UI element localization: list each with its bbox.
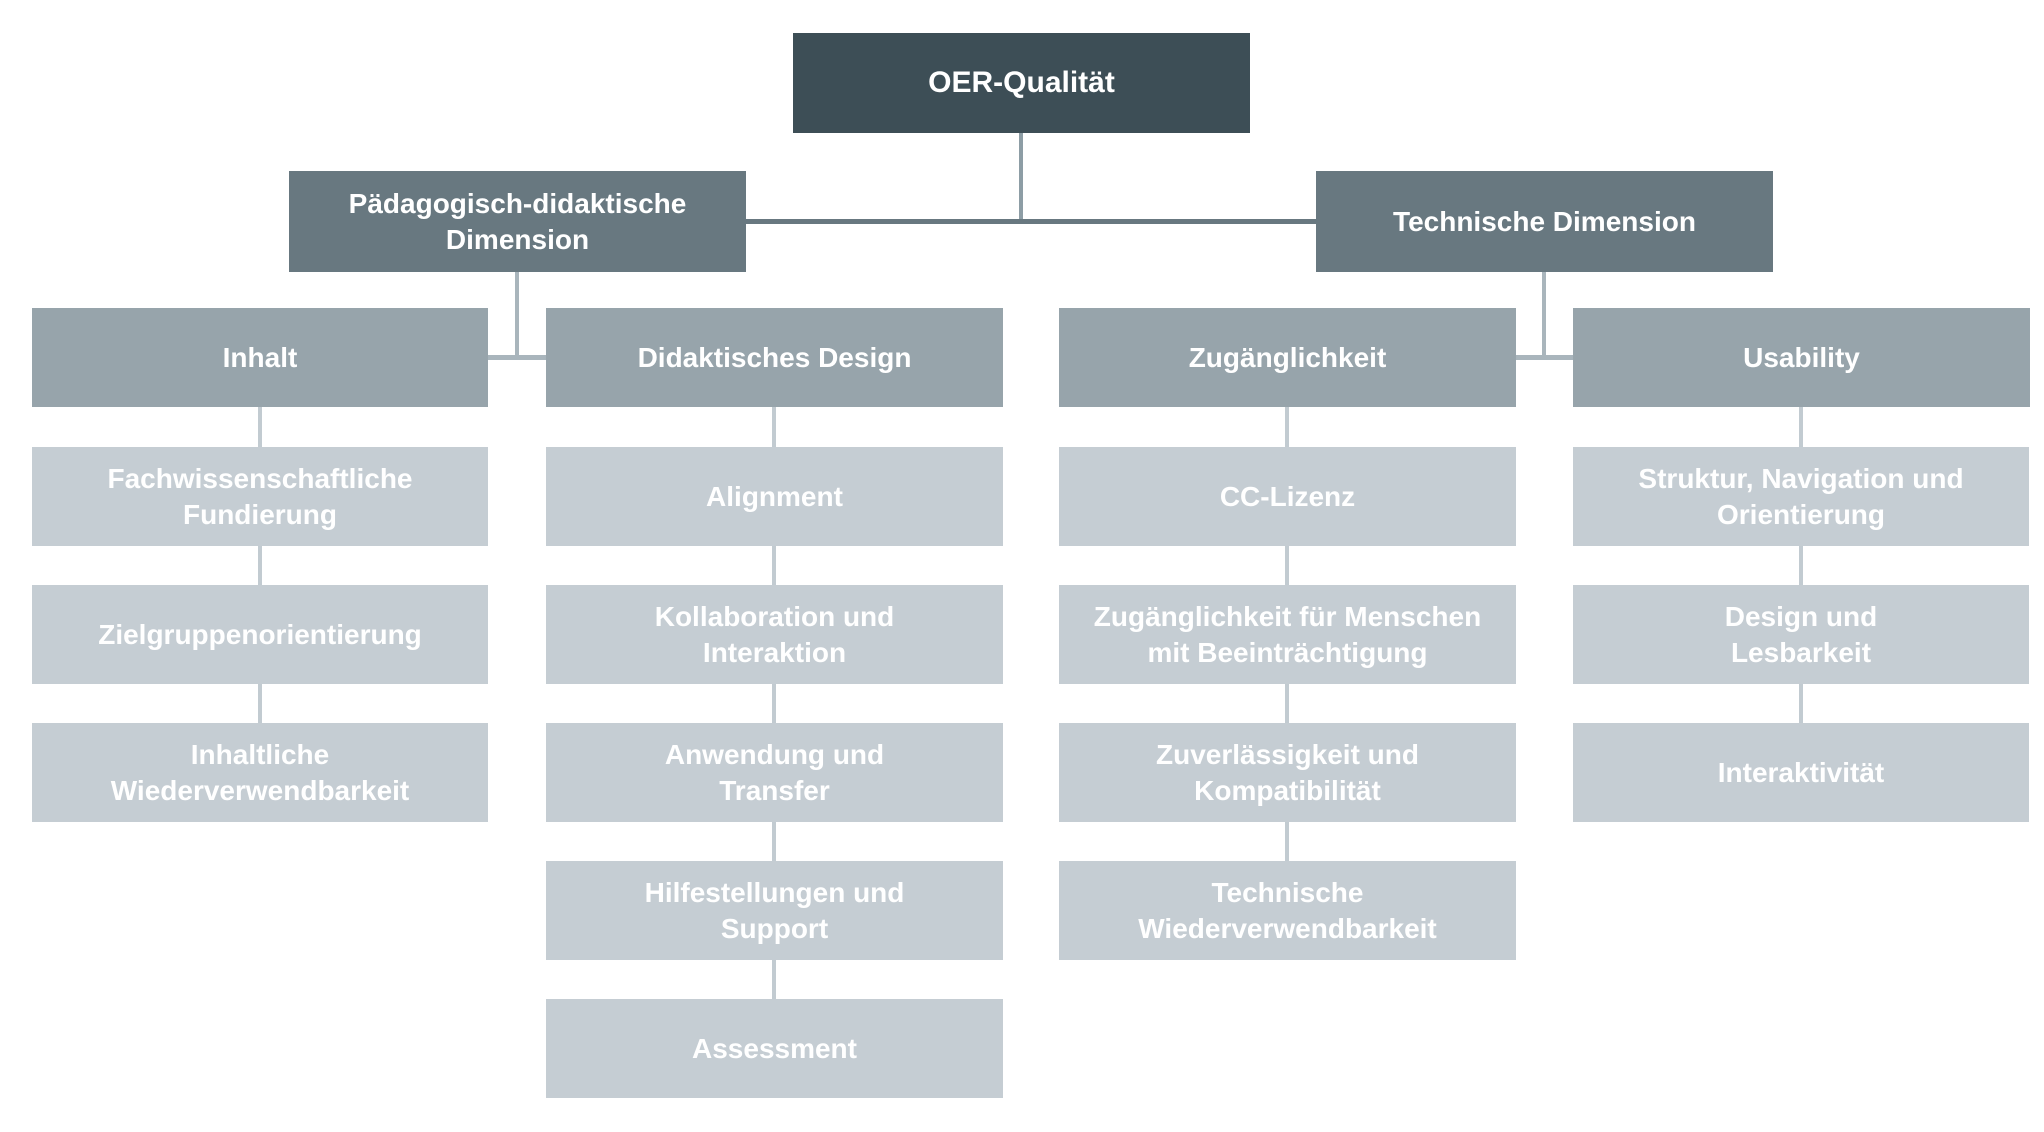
connector-dimensions-horizontal <box>745 219 1317 224</box>
connector-col3-seg3 <box>1285 684 1289 723</box>
connector-col2-seg2 <box>772 546 776 585</box>
node-item-alignment: Alignment <box>546 447 1003 546</box>
connector-col2-seg5 <box>772 960 776 999</box>
node-item-kollaboration-und-interaktion: Kollaboration und Interaktion <box>546 585 1003 684</box>
connector-col3-seg2 <box>1285 546 1289 585</box>
node-dimension-paedagogisch-didaktisch: Pädagogisch-didaktische Dimension <box>289 171 746 272</box>
connector-col2-seg1 <box>772 407 776 447</box>
connector-col4-seg1 <box>1799 407 1803 447</box>
node-item-fachwissenschaftliche-fundierung: Fachwissenschaftliche Fundierung <box>32 447 488 546</box>
connector-col2-seg4 <box>772 822 776 861</box>
connector-col2-seg3 <box>772 684 776 723</box>
connector-categories-right-horizontal <box>1515 355 1573 360</box>
node-item-interaktivitaet: Interaktivität <box>1573 723 2029 822</box>
node-root-oer-qualitaet: OER-Qualität <box>793 33 1250 133</box>
connector-dimension-right-vertical <box>1542 272 1546 358</box>
node-category-zugaenglichkeit: Zugänglichkeit <box>1059 308 1516 407</box>
connector-col4-seg3 <box>1799 684 1803 723</box>
node-item-struktur-navigation-orientierung: Struktur, Navigation und Orientierung <box>1573 447 2029 546</box>
connector-col1-seg2 <box>258 546 262 585</box>
connector-root-vertical <box>1019 133 1023 224</box>
connector-col3-seg4 <box>1285 822 1289 861</box>
node-item-assessment: Assessment <box>546 999 1003 1098</box>
node-item-design-und-lesbarkeit: Design und Lesbarkeit <box>1573 585 2029 684</box>
connector-col1-seg1 <box>258 407 262 447</box>
node-category-usability: Usability <box>1573 308 2030 407</box>
node-item-zielgruppenorientierung: Zielgruppenorientierung <box>32 585 488 684</box>
connector-categories-left-horizontal <box>488 355 546 360</box>
node-category-inhalt: Inhalt <box>32 308 488 407</box>
node-item-zugaenglichkeit-fuer-menschen: Zugänglichkeit für Menschen mit Beeinträ… <box>1059 585 1516 684</box>
node-item-inhaltliche-wiederverwendbarkeit: Inhaltliche Wiederverwendbarkeit <box>32 723 488 822</box>
connector-col4-seg2 <box>1799 546 1803 585</box>
node-item-anwendung-und-transfer: Anwendung und Transfer <box>546 723 1003 822</box>
node-item-hilfestellungen-und-support: Hilfestellungen und Support <box>546 861 1003 960</box>
node-item-technische-wiederverwendbarkeit: Technische Wiederverwendbarkeit <box>1059 861 1516 960</box>
node-item-cc-lizenz: CC-Lizenz <box>1059 447 1516 546</box>
node-category-didaktisches-design: Didaktisches Design <box>546 308 1003 407</box>
connector-col1-seg3 <box>258 684 262 723</box>
node-item-zuverlaessigkeit-und-kompatibilitaet: Zuverlässigkeit und Kompatibilität <box>1059 723 1516 822</box>
connector-dimension-left-vertical <box>515 272 519 358</box>
node-dimension-technisch: Technische Dimension <box>1316 171 1773 272</box>
connector-col3-seg1 <box>1285 407 1289 447</box>
